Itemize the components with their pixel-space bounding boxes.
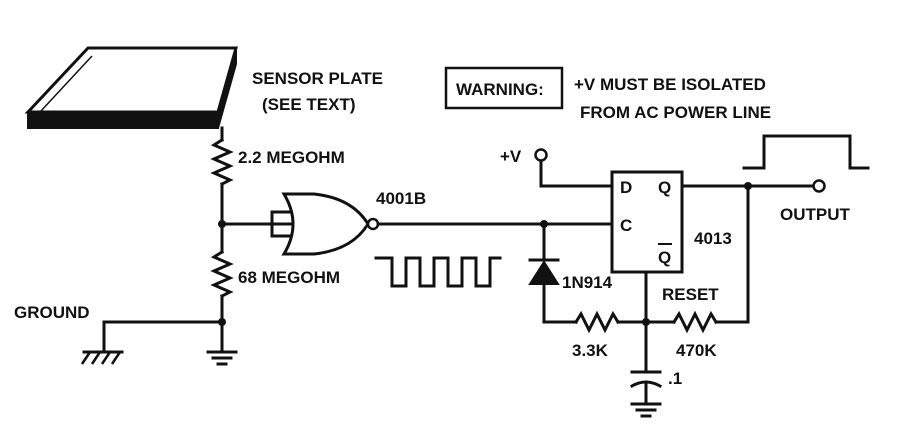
cap-label: .1 (668, 369, 682, 388)
output-label: OUTPUT (780, 205, 851, 224)
warning-line-2: FROM AC POWER LINE (580, 103, 771, 122)
warning-label: WARNING: (456, 80, 544, 99)
r3-label: 3.3K (572, 341, 609, 360)
warning-box (444, 66, 564, 110)
output-terminal (812, 179, 826, 193)
ground-symbol-main (206, 350, 238, 366)
resistor-2-2-megohm (210, 137, 234, 187)
chassis-ground-symbol (80, 350, 124, 365)
pin-c-label: C (620, 216, 632, 235)
warning-line-1: +V MUST BE ISOLATED (574, 75, 766, 94)
r4-label: 470K (676, 341, 717, 360)
flip-flop-4013 (610, 170, 684, 274)
ground-symbol-cap (630, 402, 662, 418)
output-pulse-waveform (742, 134, 870, 170)
sensor-plate-label: SENSOR PLATE (252, 69, 383, 88)
resistor-3-3k (573, 310, 621, 334)
pin-qbar-label: Q (658, 248, 671, 267)
reset-feedback-wire (714, 184, 750, 324)
vplus-terminal (534, 148, 548, 162)
diode-1n914 (528, 258, 560, 285)
sensor-plate (24, 46, 238, 129)
nor-gate-4001b (281, 192, 370, 256)
vplus-label: +V (500, 147, 522, 166)
diode-label: 1N914 (562, 273, 613, 292)
see-text-label: (SEE TEXT) (262, 95, 356, 114)
vplus-to-d-wire (539, 159, 614, 188)
ff-label: 4013 (694, 229, 732, 248)
r2-label: 68 MEGOHM (238, 268, 340, 287)
pulse-train-waveform (374, 256, 502, 288)
r1-label: 2.2 MEGOHM (238, 148, 345, 167)
diode-bottom-wire (542, 282, 578, 324)
ground-label: GROUND (14, 303, 90, 322)
reset-label: RESET (662, 285, 719, 304)
resistor-470k (671, 310, 719, 334)
pin-d-label: D (620, 178, 632, 197)
gate-label: 4001B (376, 189, 426, 208)
resistor-68-megohm (210, 249, 234, 299)
ground-wire (102, 320, 224, 354)
pin-q-label: Q (658, 178, 671, 197)
